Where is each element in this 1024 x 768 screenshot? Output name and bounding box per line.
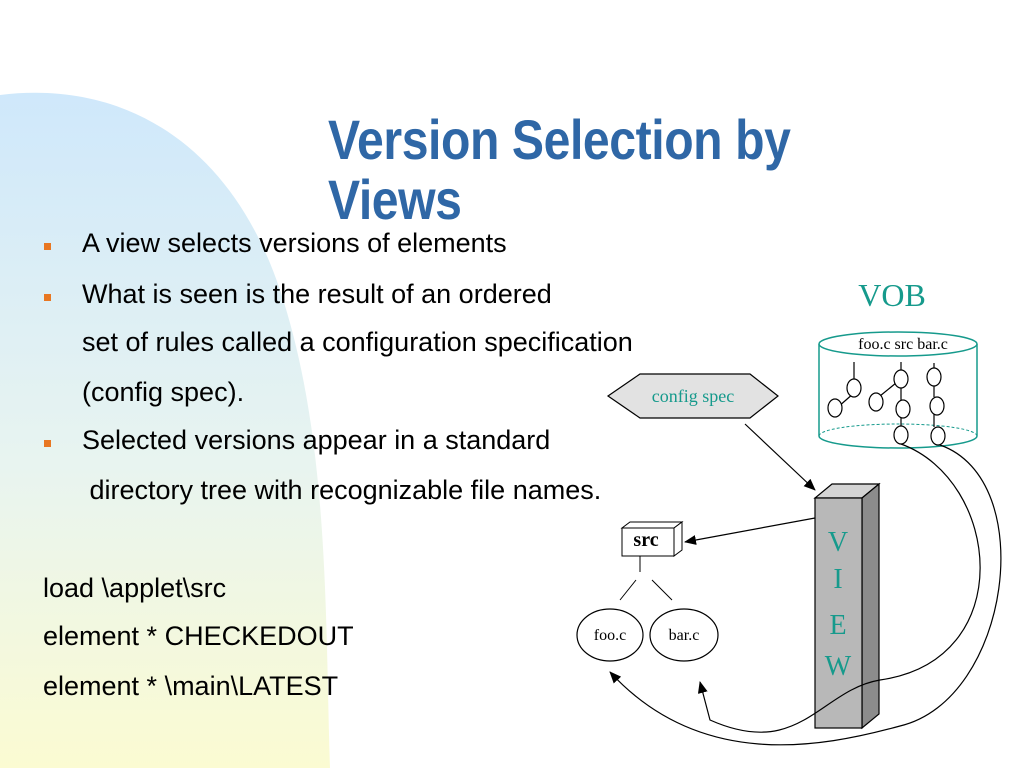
file-foo-c (576, 608, 644, 662)
file-bar-c (649, 608, 719, 662)
bullet-3-line-2: directory tree with recognizable file na… (82, 475, 602, 505)
vob-to-foo-c-curve (609, 444, 1002, 746)
src-directory-box (620, 521, 684, 557)
bullet-2-line-2: set of rules called a configuration spec… (82, 327, 633, 357)
directory-tree-lines (619, 556, 673, 601)
view-letter-w: W (825, 651, 852, 682)
view-to-src-arrow (684, 517, 816, 545)
bullet-marker (44, 294, 51, 301)
vob-cylinder (818, 331, 978, 449)
view-letter-v: V (828, 527, 848, 558)
bullet-marker (44, 440, 51, 447)
view-letter-e: E (829, 610, 846, 641)
config-rule-1: load \applet\src (43, 573, 227, 603)
bullet-3-line-1: Selected versions appear in a standard (82, 425, 551, 455)
version-tree (827, 362, 946, 446)
vob-to-bar-c-curve (697, 443, 981, 733)
bullet-1-line-1: A view selects versions of elements (82, 228, 507, 258)
src-directory-label: src (633, 529, 658, 551)
config-spec-hexagon (606, 373, 779, 419)
slide-title: Version Selection by Views (328, 108, 791, 231)
config-spec-label: config spec (652, 386, 734, 406)
bullet-marker (44, 243, 51, 250)
file-bar-c-label: bar.c (669, 627, 700, 644)
view-box (813, 482, 881, 730)
view-letter-i: I (833, 564, 842, 595)
vob-label: VOB (858, 277, 926, 313)
bullet-2-line-1: What is seen is the result of an ordered (82, 279, 552, 309)
bullet-2-line-3: (config spec). (82, 377, 245, 407)
config-rule-2: element * CHECKEDOUT (43, 621, 354, 651)
config-rule-3: element * \main\LATEST (43, 671, 339, 701)
config-to-view-arrow (744, 423, 816, 491)
vob-files-label: foo.c src bar.c (858, 336, 948, 353)
file-foo-c-label: foo.c (594, 627, 626, 644)
